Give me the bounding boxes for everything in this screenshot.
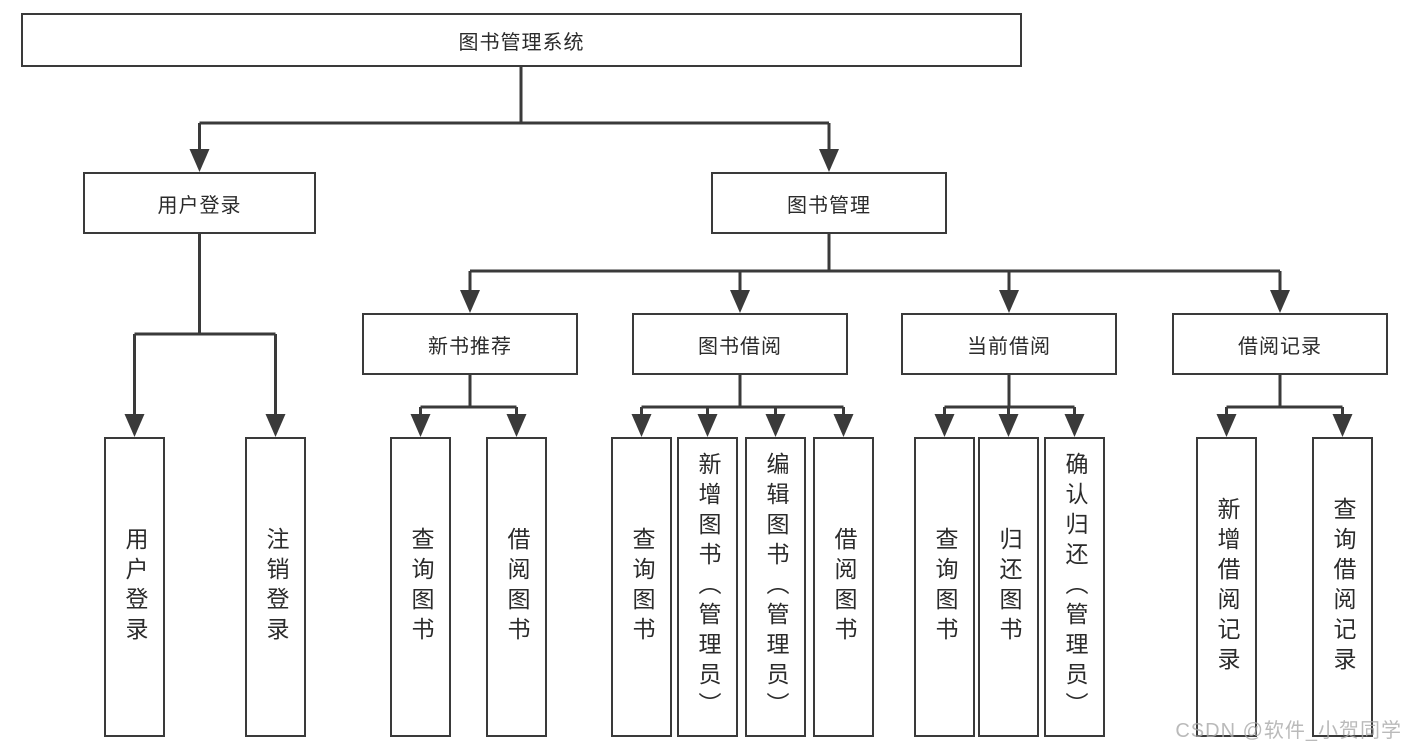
- leaf-borrow-books-recommend: 借阅图书: [486, 437, 547, 737]
- connector-recommend-to-leaves: [419, 375, 518, 414]
- leaf-confirm-return-admin: 确认归还（管理员）: [1044, 437, 1105, 737]
- node-label: 当前借阅: [967, 335, 1051, 358]
- leaf-logout: 注销登录: [245, 437, 306, 737]
- node-library-system: 图书管理系统: [21, 13, 1022, 67]
- node-book-borrow: 图书借阅: [632, 313, 848, 375]
- leaf-add-borrow-record: 新增借阅记录: [1196, 437, 1257, 737]
- node-label: 用户登录: [157, 194, 242, 217]
- node-label: 图书管理系统: [458, 31, 585, 54]
- connector-root-to-level2: [198, 67, 831, 149]
- leaf-label: 新增图书（管理员）: [695, 452, 721, 722]
- leaf-label: 查询图书: [932, 527, 958, 647]
- leaf-label: 借阅图书: [504, 527, 530, 647]
- leaf-label: 借阅图书: [831, 527, 857, 647]
- leaf-label: 新增借阅记录: [1214, 497, 1240, 677]
- node-label: 新书推荐: [428, 335, 512, 358]
- leaf-label: 查询图书: [408, 527, 434, 647]
- leaf-query-books-recommend: 查询图书: [390, 437, 451, 737]
- leaf-label: 查询借阅记录: [1330, 497, 1356, 677]
- node-label: 借阅记录: [1238, 335, 1322, 358]
- leaf-borrow-books: 借阅图书: [813, 437, 874, 737]
- node-label: 图书借阅: [698, 335, 782, 358]
- leaf-label: 用户登录: [122, 527, 148, 647]
- connector-records-to-leaves: [1225, 375, 1344, 414]
- node-label: 图书管理: [787, 194, 871, 217]
- leaf-label: 编辑图书（管理员）: [763, 452, 789, 722]
- leaf-label: 查询图书: [629, 527, 655, 647]
- arrowheads-level3: [460, 290, 1290, 313]
- leaf-user-login: 用户登录: [104, 437, 165, 737]
- leaf-edit-books-admin: 编辑图书（管理员）: [745, 437, 806, 737]
- leaf-label: 归还图书: [996, 527, 1022, 647]
- leaf-label: 确认归还（管理员）: [1062, 452, 1088, 722]
- leaf-query-books-borrow: 查询图书: [611, 437, 672, 737]
- leaf-query-books-current: 查询图书: [914, 437, 975, 737]
- arrowheads-level2: [189, 149, 839, 172]
- leaf-label: 注销登录: [263, 527, 289, 647]
- node-borrow-records: 借阅记录: [1172, 313, 1388, 375]
- leaf-return-books: 归还图书: [978, 437, 1039, 737]
- leaf-query-borrow-record: 查询借阅记录: [1312, 437, 1373, 737]
- node-book-management: 图书管理: [711, 172, 947, 234]
- node-current-borrow: 当前借阅: [901, 313, 1117, 375]
- node-new-book-recommend: 新书推荐: [362, 313, 578, 375]
- connector-login-to-leaves: [133, 234, 277, 414]
- node-user-login: 用户登录: [83, 172, 316, 234]
- arrowheads-leaves: [124, 414, 1353, 437]
- connector-borrow-to-leaves: [640, 375, 845, 414]
- connector-current-to-leaves: [943, 375, 1076, 414]
- leaf-add-books-admin: 新增图书（管理员）: [677, 437, 738, 737]
- connector-mgmt-to-level3: [468, 234, 1282, 290]
